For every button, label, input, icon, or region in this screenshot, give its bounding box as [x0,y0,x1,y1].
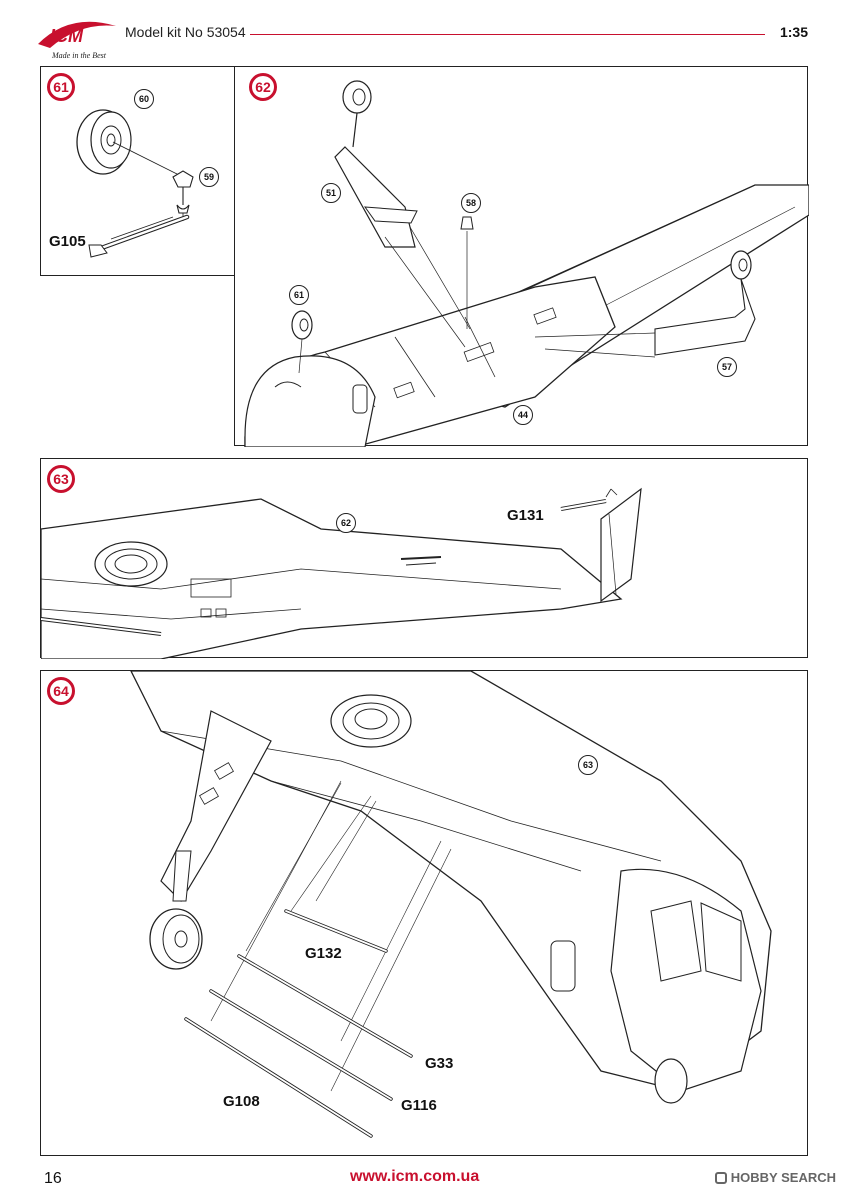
page-number: 16 [44,1170,62,1187]
tagline-text: Made in the Best [51,51,107,60]
brand-text: ICM [50,26,84,46]
label-g105: G105 [49,233,86,250]
callout-61-ref: 61 [289,285,309,305]
step-62-panel: 62 51 58 61 57 44 [234,66,809,447]
label-g116: G116 [401,1097,437,1114]
step-61-badge: 61 [47,73,75,101]
callout-57: 57 [717,357,737,377]
header-rule [250,34,765,35]
step-63-badge: 63 [47,465,75,493]
callout-59: 59 [199,167,219,187]
step-62-badge: 62 [249,73,277,101]
callout-60: 60 [134,89,154,109]
icm-logo: ICM Made in the Best [30,18,120,62]
label-g131: G131 [507,507,544,524]
step-63-panel: 63 62 G131 [40,458,808,659]
step-64-drawing [130,671,772,1138]
step-62-drawing [244,80,809,447]
callout-44: 44 [513,405,533,425]
model-kit-title: Model kit No 53054 [125,24,246,40]
label-g108: G108 [223,1093,260,1110]
step-61-panel: 61 60 59 G105 [40,66,235,276]
watermark-text: HOBBY SEARCH [730,1170,836,1185]
label-g132: G132 [305,945,342,962]
website-link[interactable]: www.icm.com.ua [350,1168,480,1185]
label-g33: G33 [425,1055,454,1072]
scale-label: 1:35 [779,24,808,40]
step-64-badge: 64 [47,677,75,705]
step-61-drawing [76,109,194,258]
watermark-icon [714,1171,727,1184]
watermark: HOBBY SEARCH [714,1170,836,1185]
callout-62-ref: 62 [336,513,356,533]
step-63-drawing [41,487,642,659]
step-64-panel: 64 63 G132 G33 G108 G116 [40,670,808,1156]
icm-logo-mark: ICM Made in the Best [38,21,116,60]
callout-51: 51 [321,183,341,203]
callout-63-ref: 63 [578,755,598,775]
callout-58: 58 [461,193,481,213]
